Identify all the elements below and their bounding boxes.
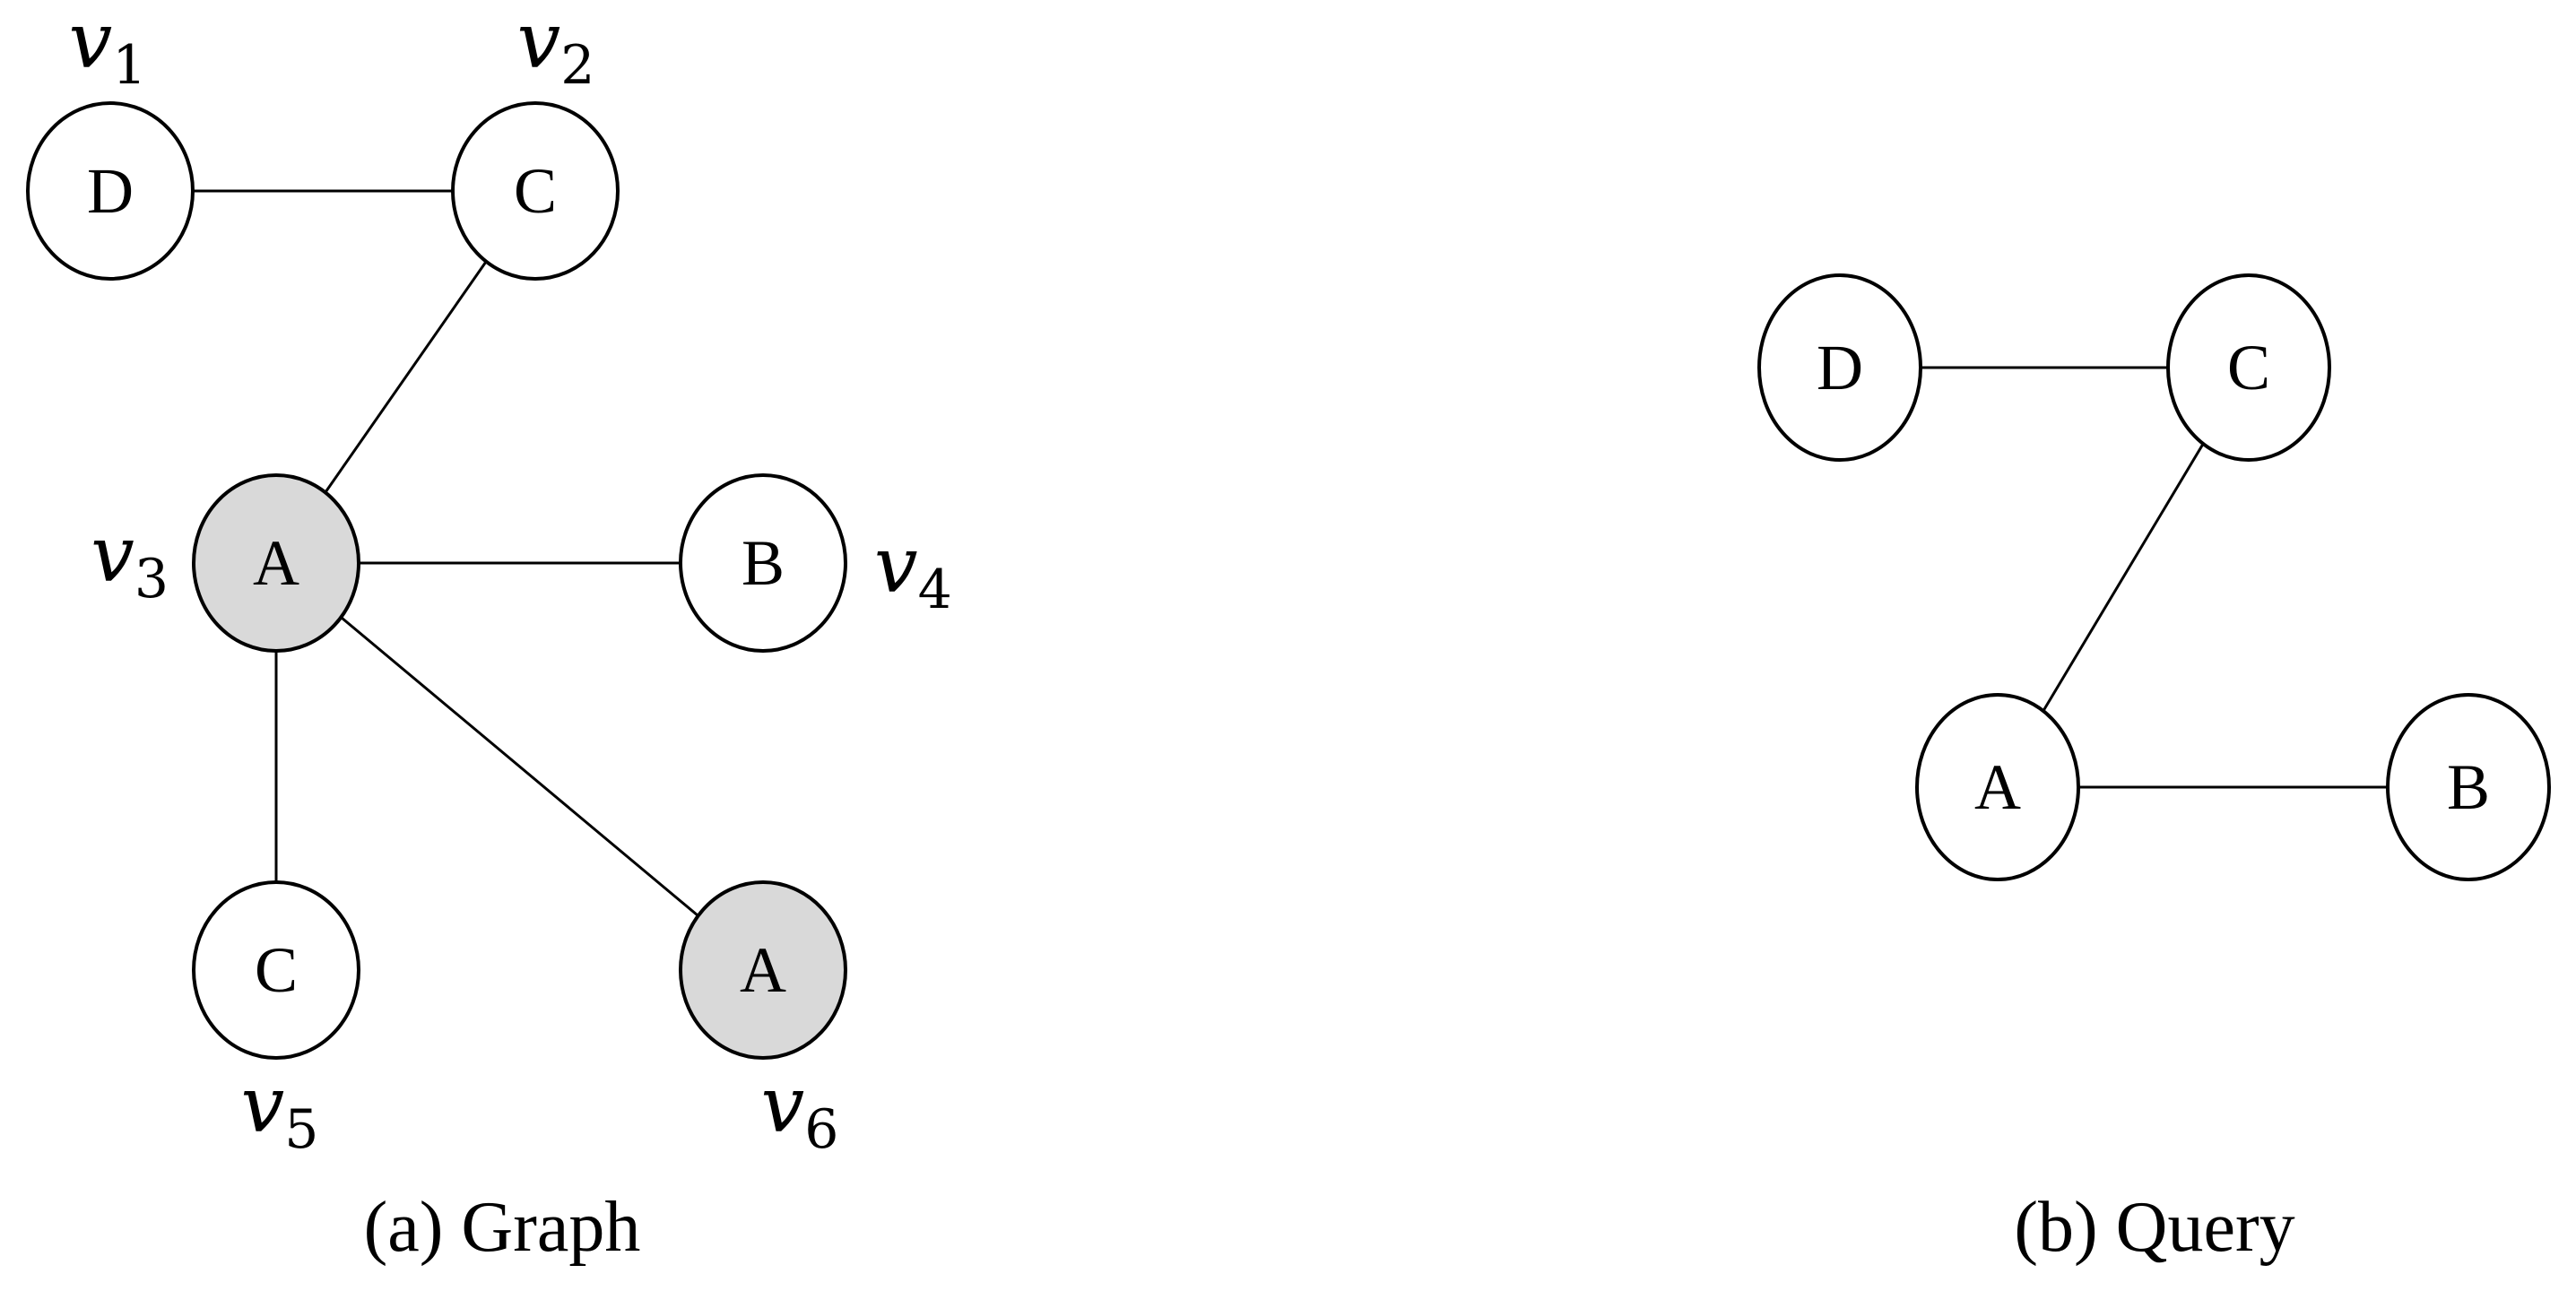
graph-node-label: B — [742, 527, 785, 599]
vertex-name-sub: 5 — [284, 1098, 318, 1161]
graph-node-label: C — [255, 934, 298, 1006]
graph-node-v5: Cv5 — [192, 880, 360, 1161]
query-node-label: B — [2447, 751, 2490, 823]
vertex-name-v5: v5 — [241, 1061, 319, 1161]
vertex-name-var: v — [91, 510, 134, 600]
graph-node-label: C — [514, 155, 557, 227]
vertex-name-var: v — [761, 1061, 805, 1150]
graph-caption: (a) Graph — [364, 1188, 641, 1267]
graph-node-circle — [26, 101, 195, 281]
query-caption: (b) Query — [2014, 1188, 2294, 1267]
vertex-name-sub: 1 — [112, 34, 146, 97]
graph-node-label: A — [740, 934, 786, 1006]
query-node-q3: A — [1915, 693, 2080, 881]
query-node-label: A — [1974, 751, 2021, 823]
graph-edge-v3-v6 — [275, 561, 764, 972]
query-node-q4: B — [2386, 693, 2551, 881]
query-panel: D C A B (b) Query — [1757, 273, 2551, 1267]
vertex-name-v4: v4 — [874, 521, 952, 621]
vertex-name-sub: 6 — [804, 1098, 838, 1161]
query-node-circle — [2166, 273, 2331, 462]
vertex-name-sub: 4 — [918, 559, 952, 621]
vertex-name-v2: v2 — [517, 0, 595, 97]
query-node-label: C — [2227, 332, 2270, 403]
graph-node-v2: Cv2 — [451, 0, 620, 281]
vertex-name-sub: 3 — [134, 548, 169, 611]
graph-node-circle — [679, 473, 847, 653]
query-node-circle — [2386, 693, 2551, 881]
graph-node-circle — [451, 101, 620, 281]
graph-node-v1: Dv1 — [26, 0, 195, 281]
query-edges — [1840, 366, 2468, 789]
graph-node-v6: Av6 — [679, 880, 847, 1161]
graph-node-label: D — [87, 155, 134, 227]
vertex-name-var: v — [241, 1061, 285, 1150]
graph-node-circle — [192, 473, 360, 653]
graph-node-v3: Av3 — [91, 473, 360, 653]
query-node-circle — [1757, 273, 1922, 462]
query-node-label: D — [1817, 332, 1863, 403]
query-node-q1: D — [1757, 273, 1922, 462]
vertex-name-v3: v3 — [91, 510, 169, 611]
graph-node-label: A — [253, 527, 299, 599]
vertex-name-v1: v1 — [69, 0, 147, 97]
vertex-name-var: v — [874, 521, 918, 611]
query-nodes: D C A B — [1757, 273, 2551, 881]
vertex-name-var: v — [69, 0, 113, 86]
vertex-name-sub: 2 — [560, 34, 594, 97]
vertex-name-var: v — [517, 0, 561, 86]
query-node-circle — [1915, 693, 2080, 881]
vertex-name-v6: v6 — [761, 1061, 839, 1161]
graph-node-circle — [192, 880, 360, 1060]
query-node-q2: C — [2166, 273, 2331, 462]
graph-node-circle — [679, 880, 847, 1060]
